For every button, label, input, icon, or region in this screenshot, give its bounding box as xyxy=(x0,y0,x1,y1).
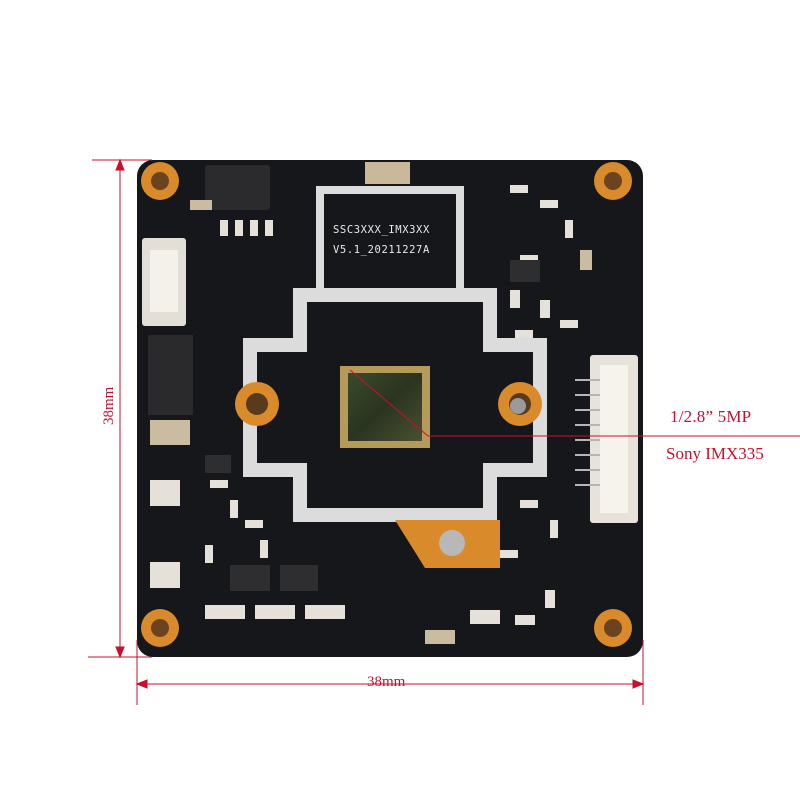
smd-components xyxy=(150,185,592,644)
top-chip xyxy=(205,165,270,210)
top-capacitor xyxy=(365,162,410,184)
small-ics xyxy=(205,260,540,591)
lens-mount-screw xyxy=(510,398,526,414)
image-sensor-die xyxy=(348,373,422,441)
mounting-holes xyxy=(141,162,632,647)
sensor-model-label: Sony IMX335 xyxy=(666,444,764,463)
width-dimension-label: 38mm xyxy=(367,674,406,690)
sensor-diagonal-line xyxy=(349,369,429,437)
dimension-lines xyxy=(88,158,645,705)
lens-holder-silkscreen xyxy=(243,186,547,522)
inductor xyxy=(148,335,193,415)
silkscreen-version: V5.1_20211227A xyxy=(333,244,430,256)
height-dimension-label: 38mm xyxy=(101,386,117,425)
sensor-size-label: 1/2.8” 5MP xyxy=(670,407,752,426)
silkscreen-model: SSC3XXX_IMX3XX xyxy=(333,224,430,236)
